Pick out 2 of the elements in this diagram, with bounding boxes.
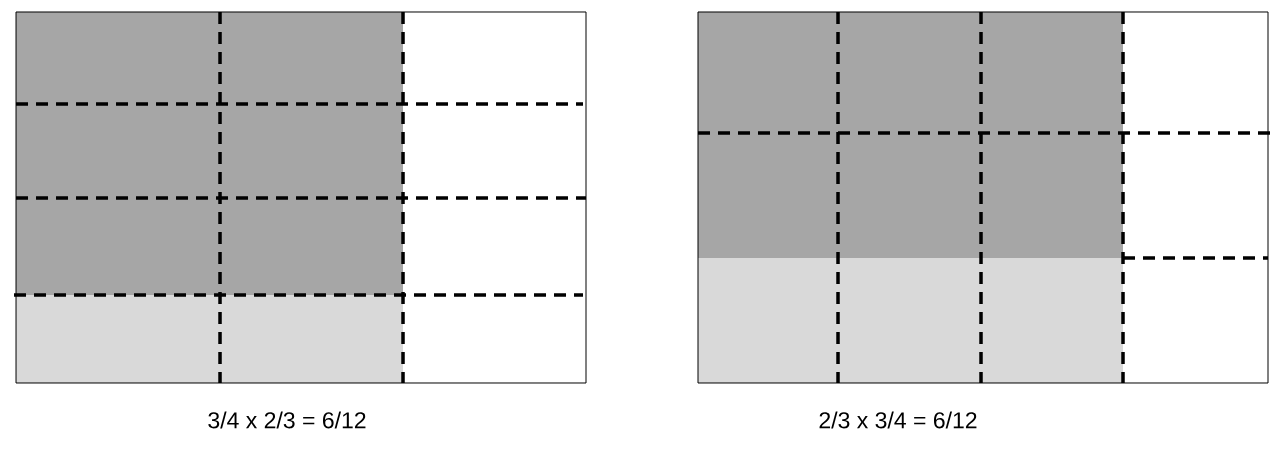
equation-label: 3/4 x 2/3 = 6/12 <box>208 411 366 429</box>
equation-label: 2/3 x 3/4 = 6/12 <box>819 411 977 429</box>
